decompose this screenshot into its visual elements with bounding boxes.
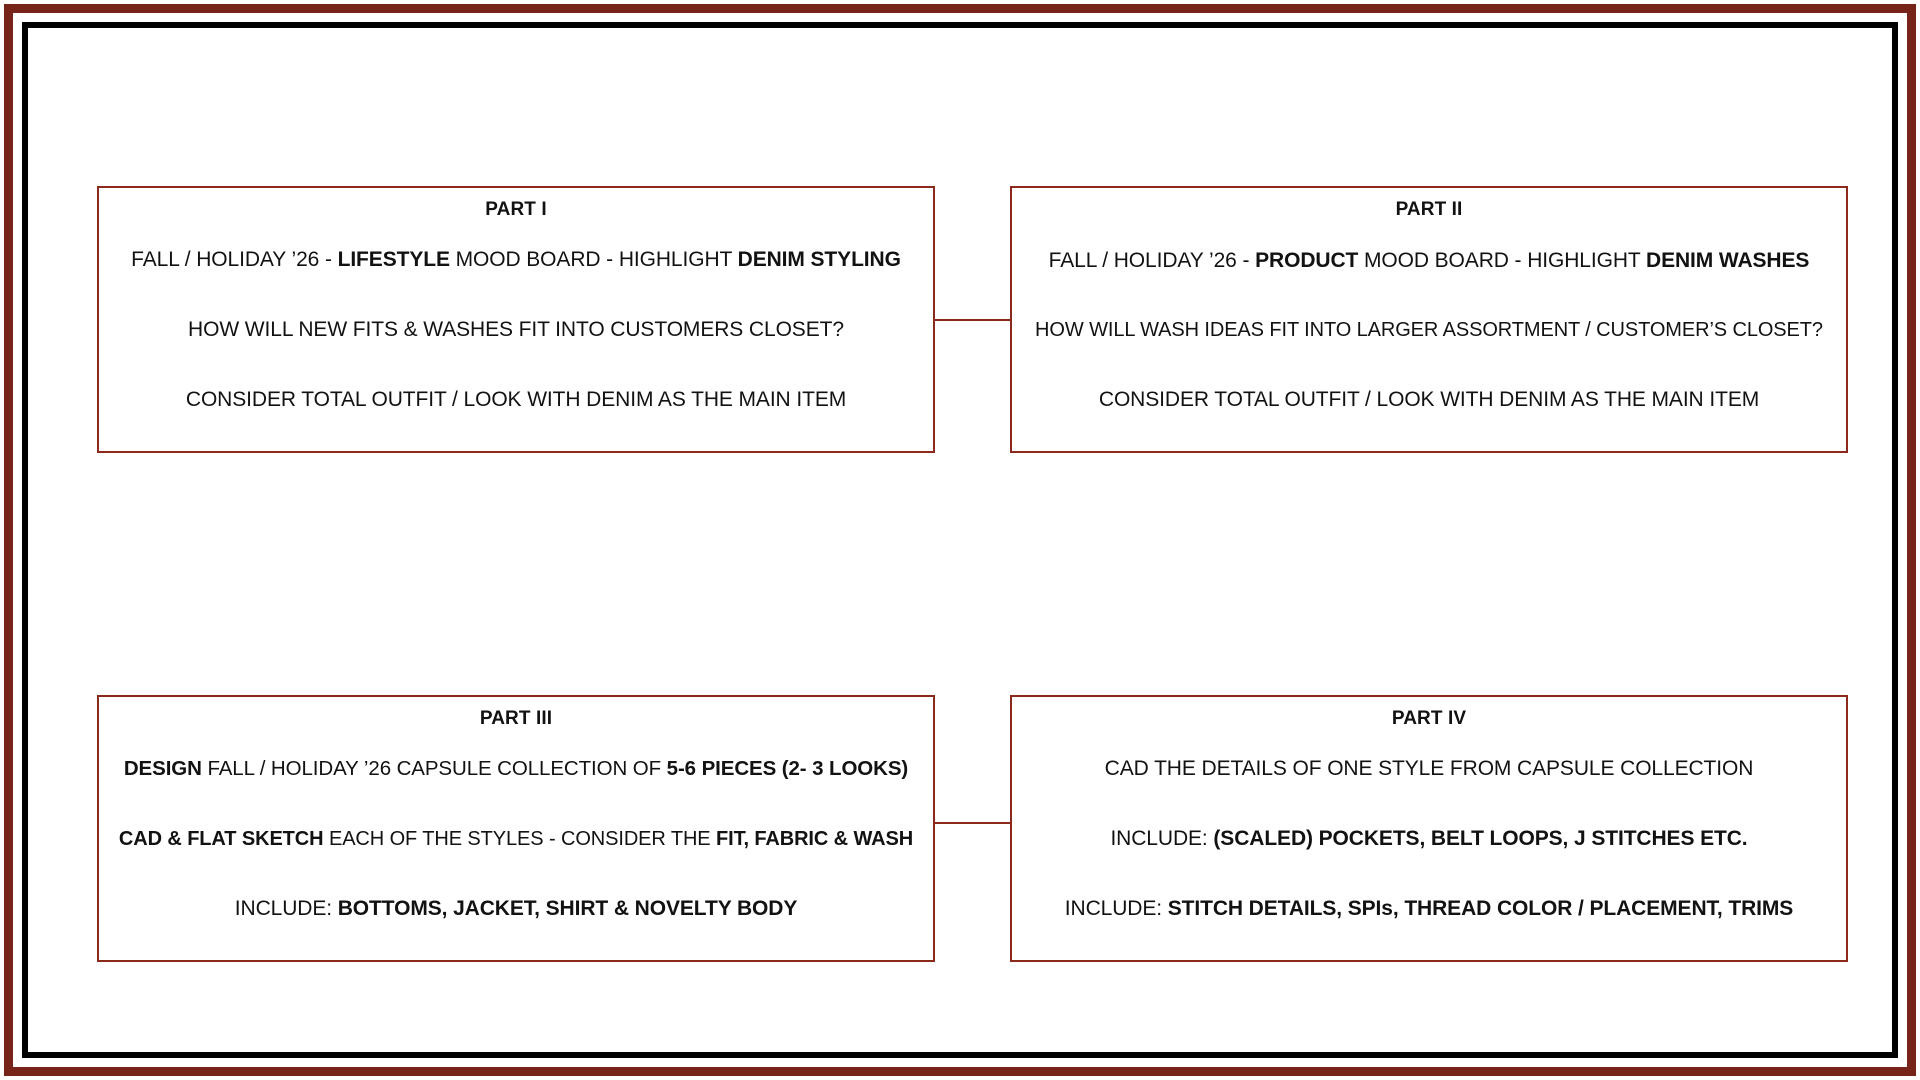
part-box-3[interactable]: PART III DESIGN FALL / HOLIDAY ’26 CAPSU…	[97, 695, 935, 962]
part-title-4: PART IV	[1391, 708, 1467, 729]
part-line: CONSIDER TOTAL OUTFIT / LOOK WITH DENIM …	[1028, 387, 1830, 412]
emphasis-text: BOTTOMS, JACKET, SHIRT & NOVELTY BODY	[337, 897, 798, 921]
plain-text: CAD THE DETAILS OF ONE STYLE FROM CAPSUL…	[1104, 757, 1754, 781]
plain-text: MOOD BOARD - HIGHLIGHT	[449, 248, 738, 272]
emphasis-text: FIT, FABRIC & WASH	[716, 827, 914, 850]
plain-text: HOW WILL NEW FITS & WASHES FIT INTO CUST…	[188, 318, 844, 342]
part-line: INCLUDE: STITCH DETAILS, SPIs, THREAD CO…	[1028, 896, 1830, 921]
part-line: CAD & FLAT SKETCH EACH OF THE STYLES - C…	[115, 827, 917, 851]
part-box-2[interactable]: PART II FALL / HOLIDAY ’26 - PRODUCT MOO…	[1010, 186, 1848, 453]
plain-text: EACH OF THE STYLES - CONSIDER THE	[323, 827, 716, 850]
part-title-3: PART III	[479, 708, 553, 729]
plain-text: INCLUDE:	[1110, 827, 1214, 851]
part-line: INCLUDE: (SCALED) POCKETS, BELT LOOPS, J…	[1028, 826, 1830, 851]
part-line: CAD THE DETAILS OF ONE STYLE FROM CAPSUL…	[1028, 756, 1830, 781]
plain-text: MOOD BOARD - HIGHLIGHT	[1358, 248, 1646, 272]
plain-text: CONSIDER TOTAL OUTFIT / LOOK WITH DENIM …	[1098, 388, 1760, 412]
part-lines-1: FALL / HOLIDAY ’26 - LIFESTYLE MOOD BOAR…	[115, 225, 917, 441]
plain-text: FALL / HOLIDAY ’26 -	[131, 248, 338, 272]
plain-text: FALL / HOLIDAY ’26 -	[1048, 248, 1256, 272]
part-line: HOW WILL WASH IDEAS FIT INTO LARGER ASSO…	[1028, 318, 1830, 342]
part-box-1[interactable]: PART I FALL / HOLIDAY ’26 - LIFESTYLE MO…	[97, 186, 935, 453]
part-line: CONSIDER TOTAL OUTFIT / LOOK WITH DENIM …	[115, 387, 917, 412]
plain-text: INCLUDE:	[234, 897, 338, 921]
emphasis-text: STITCH DETAILS, SPIs, THREAD COLOR / PLA…	[1167, 897, 1794, 921]
part-lines-4: CAD THE DETAILS OF ONE STYLE FROM CAPSUL…	[1028, 734, 1830, 950]
part-box-4[interactable]: PART IV CAD THE DETAILS OF ONE STYLE FRO…	[1010, 695, 1848, 962]
part-line: INCLUDE: BOTTOMS, JACKET, SHIRT & NOVELT…	[115, 896, 917, 921]
part-lines-2: FALL / HOLIDAY ’26 - PRODUCT MOOD BOARD …	[1028, 225, 1830, 441]
emphasis-text: DESIGN	[123, 756, 202, 780]
emphasis-text: DENIM WASHES	[1646, 248, 1810, 272]
emphasis-text: (SCALED) POCKETS, BELT LOOPS, J STITCHES…	[1213, 827, 1748, 851]
emphasis-text: CAD & FLAT SKETCH	[118, 827, 324, 850]
part-title-1: PART I	[485, 199, 547, 220]
part-line: FALL / HOLIDAY ’26 - LIFESTYLE MOOD BOAR…	[115, 247, 917, 272]
plain-text: CONSIDER TOTAL OUTFIT / LOOK WITH DENIM …	[185, 388, 847, 412]
part-line: HOW WILL NEW FITS & WASHES FIT INTO CUST…	[115, 317, 917, 342]
plain-text: FALL / HOLIDAY ’26 CAPSULE COLLECTION OF	[201, 756, 667, 780]
emphasis-text: PRODUCT	[1255, 248, 1359, 272]
plain-text: HOW WILL WASH IDEAS FIT INTO LARGER ASSO…	[1035, 318, 1823, 341]
emphasis-text: DENIM STYLING	[737, 248, 901, 272]
emphasis-text: LIFESTYLE	[337, 248, 450, 272]
part-line: FALL / HOLIDAY ’26 - PRODUCT MOOD BOARD …	[1028, 248, 1830, 273]
emphasis-text: 5-6 PIECES (2- 3 LOOKS)	[666, 756, 909, 780]
plain-text: INCLUDE:	[1064, 897, 1168, 921]
connector-part3-part4	[933, 822, 1012, 824]
part-lines-3: DESIGN FALL / HOLIDAY ’26 CAPSULE COLLEC…	[115, 734, 917, 950]
connector-part1-part2	[933, 319, 1012, 321]
part-title-2: PART II	[1395, 199, 1463, 220]
part-line: DESIGN FALL / HOLIDAY ’26 CAPSULE COLLEC…	[115, 757, 917, 782]
